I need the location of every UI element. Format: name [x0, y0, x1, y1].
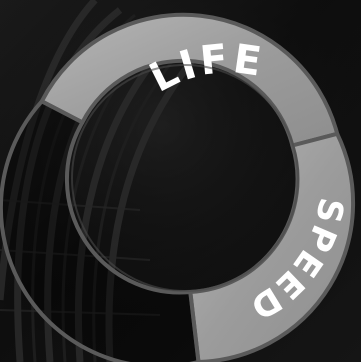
skill-wheel: LIFE SPEED — [0, 0, 361, 362]
skill-wheel-screen: LIFE SPEED — [0, 0, 361, 362]
